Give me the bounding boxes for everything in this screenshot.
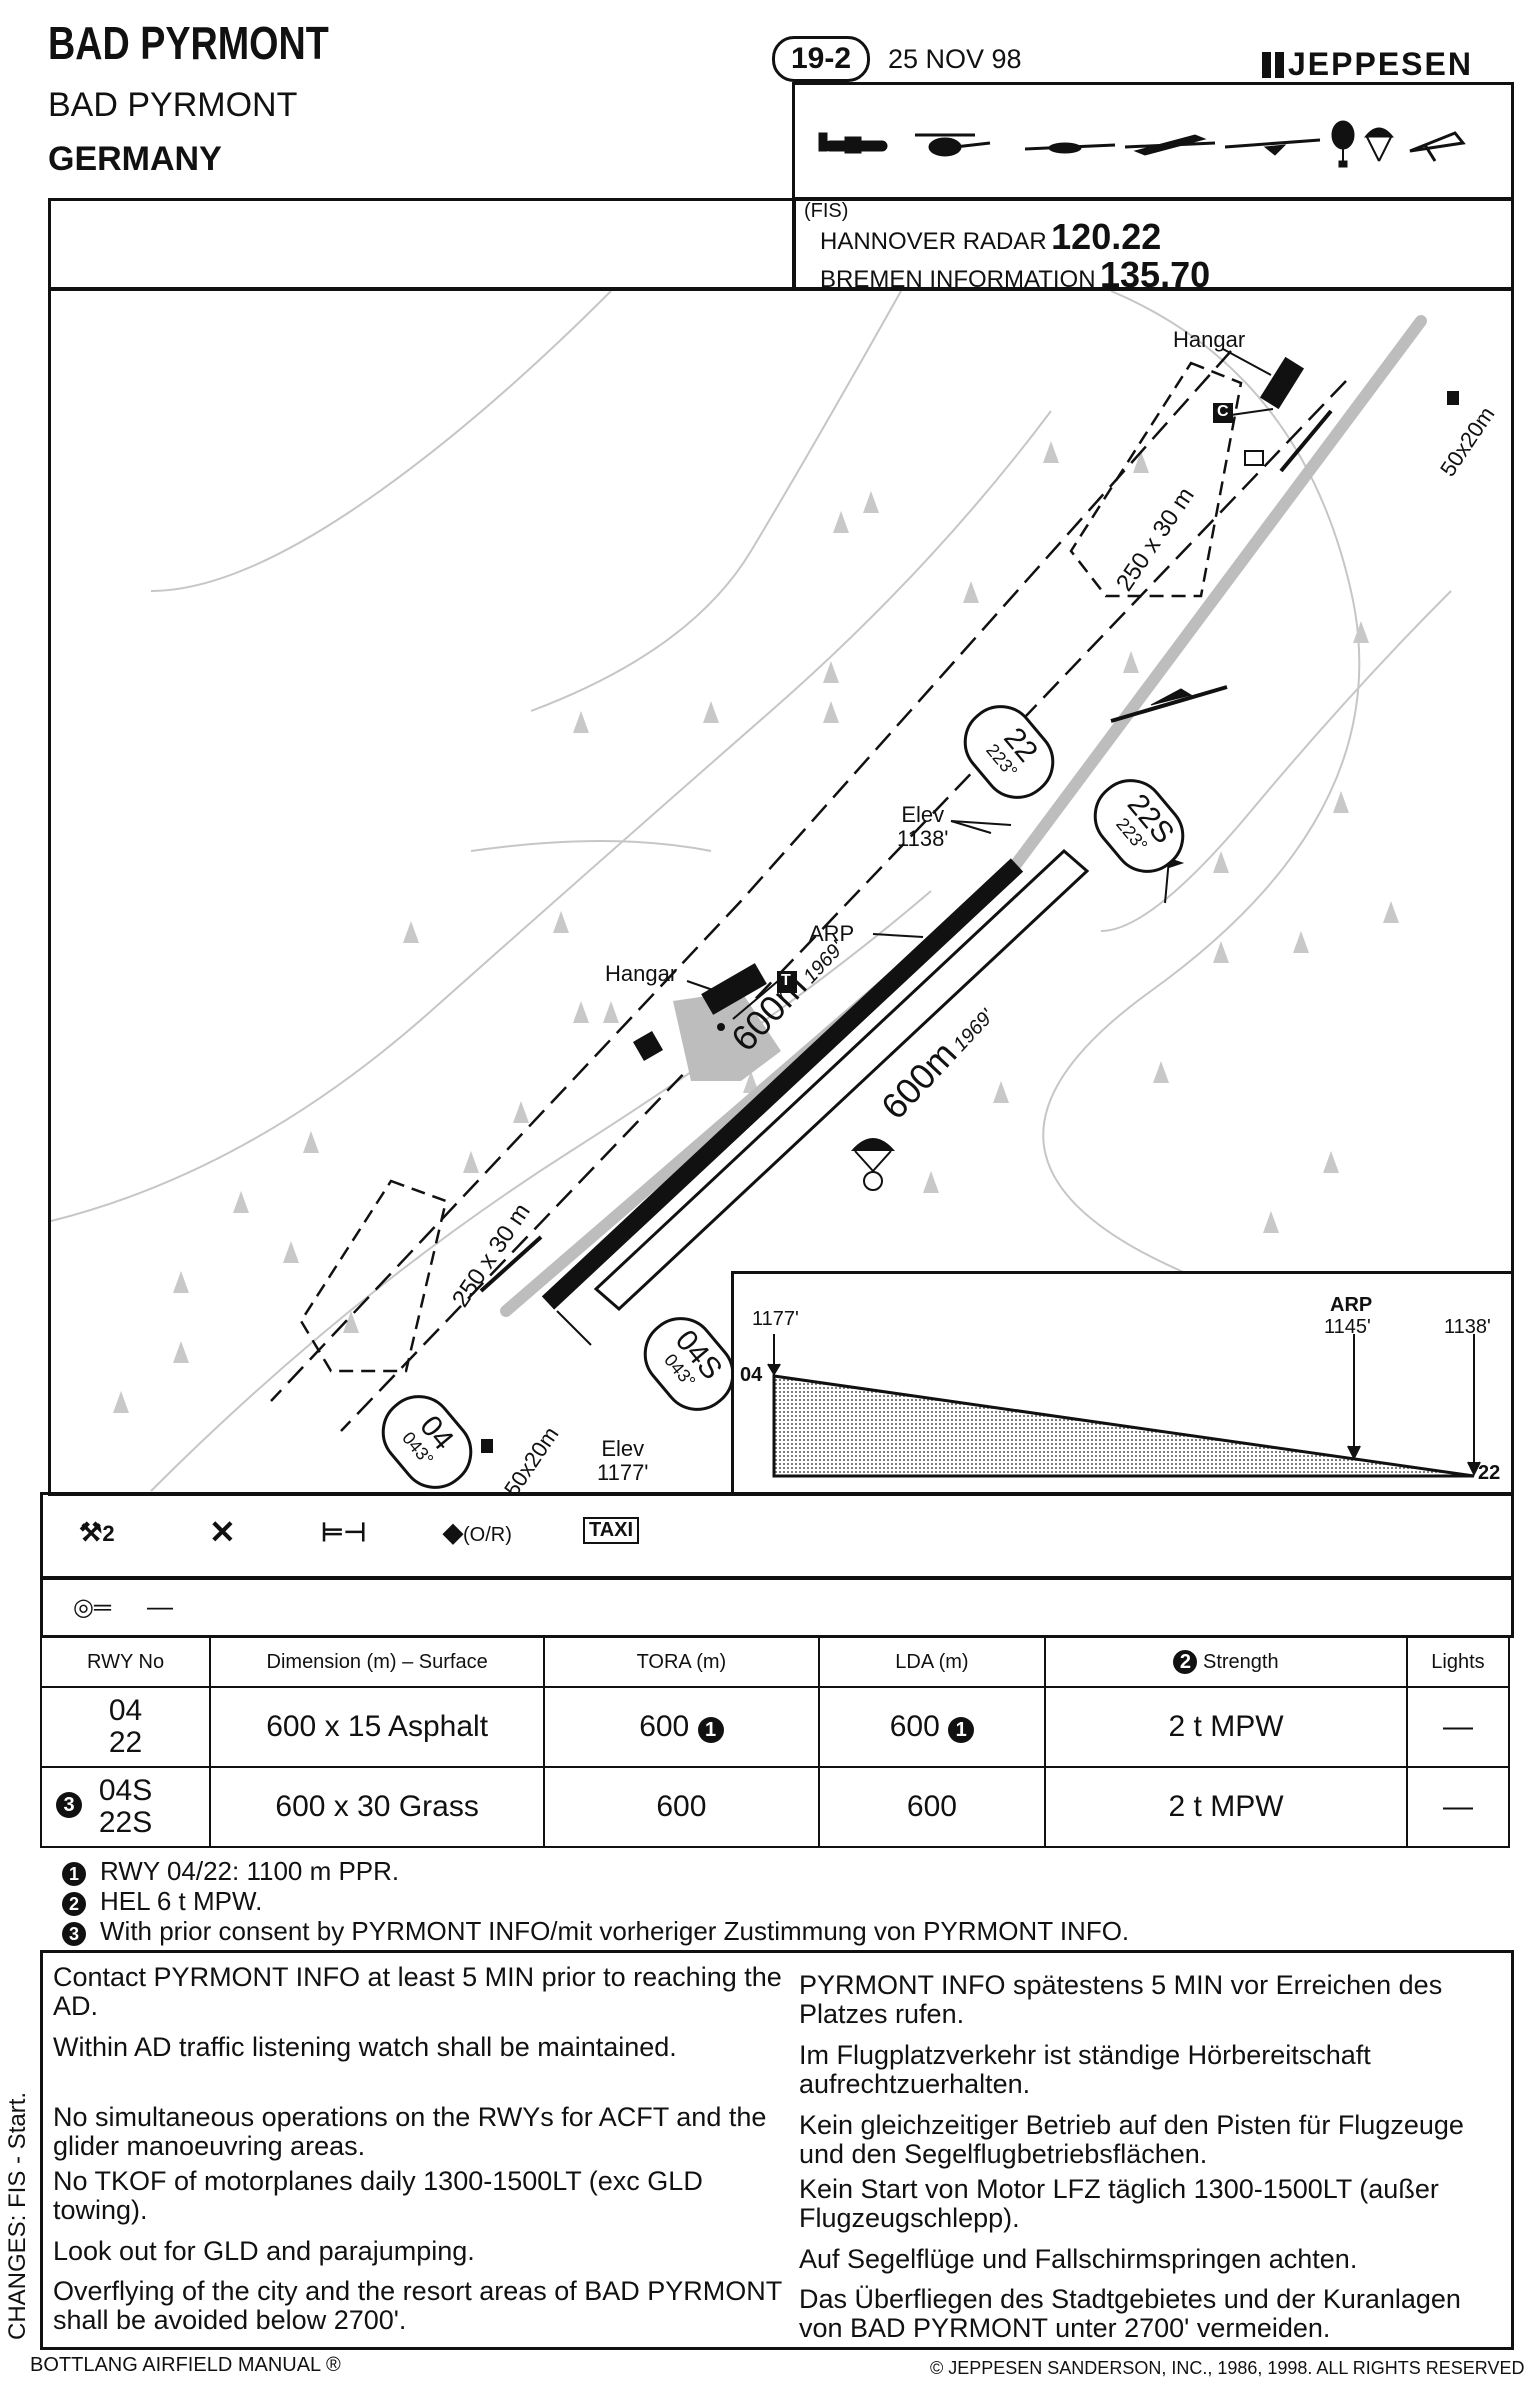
zone-marker-ne [1447, 391, 1459, 405]
airfield-name: BAD PYRMONT [48, 17, 329, 69]
terrain-contours [51, 291, 1452, 1492]
runway-designators [381, 705, 1185, 1489]
hangar-ne [1259, 356, 1305, 410]
ultralight-icon [1224, 138, 1321, 156]
beacon-icon: ◎═ [73, 1594, 111, 1621]
hangar-ne-label: Hangar [1173, 327, 1246, 352]
strength-ref-badge: 2 [1173, 1650, 1198, 1674]
procedures-en: Contact PYRMONT INFO at least 5 MIN prio… [53, 1962, 782, 2335]
comms-left-box [48, 198, 796, 290]
note-ref-badge: 1 [697, 1717, 724, 1743]
hotel-icon: ⊨⊣ [321, 1517, 367, 1547]
fuel-on-request: (O/R) [463, 1524, 512, 1546]
profile-arp-label: ARP [1330, 1294, 1373, 1316]
note-ref-badge: 1 [948, 1717, 975, 1743]
c-box-label: C [1217, 403, 1229, 420]
jeppesen-mark-icon [1262, 52, 1284, 78]
balloon-icon [1331, 120, 1355, 168]
table-header: RWY No Dimension (m) – Surface TORA (m) … [39, 1636, 1511, 1688]
chart-date: 25 NOV 98 [888, 44, 1022, 74]
col-rwy: RWY No [39, 1636, 212, 1688]
t-box [777, 971, 797, 993]
hangar-mid [701, 963, 767, 1015]
profile-left-elev: 1177' [752, 1308, 799, 1330]
lighting-row: ◎═ — [40, 1576, 1514, 1638]
repair-count: 2 [102, 1521, 115, 1546]
note-ref-badge: 3 [56, 1792, 82, 1818]
profile-markers [767, 1334, 1481, 1477]
airfield-city: BAD PYRMONT [48, 86, 298, 124]
col-lda: LDA (m) [817, 1636, 1047, 1688]
motorglider-icon [1124, 134, 1216, 156]
col-strength: 2 Strength [1044, 1636, 1408, 1688]
brand-logo: JEPPESEN [1262, 46, 1473, 83]
airfield-country: GERMANY [48, 140, 222, 178]
glider-icon [1024, 142, 1116, 154]
runway-table: RWY No Dimension (m) – Surface TORA (m) … [39, 1636, 1511, 1848]
glider-areas [299, 361, 1243, 1373]
arp-label: ARP [809, 921, 855, 946]
airplane-icon [818, 132, 888, 154]
aircraft-types-box [792, 82, 1514, 200]
profile-left-rwy: 04 [740, 1364, 763, 1386]
helicopter-icon [915, 133, 991, 157]
col-lights: Lights [1405, 1636, 1511, 1688]
fuel-icon: ◆(O/R) [443, 1517, 512, 1547]
restaurant-icon: ✕ [209, 1514, 236, 1550]
grass-runway [593, 848, 1090, 1312]
facilities-row: ⚒2 ✕ ⊨⊣ ◆(O/R) TAXI [40, 1492, 1514, 1580]
glider-symbols [479, 409, 1333, 1293]
profile-fill [772, 1374, 1475, 1478]
taxi-icon: TAXI [583, 1517, 640, 1544]
profile-graphic [767, 1334, 1481, 1478]
c-box [1213, 403, 1233, 423]
parachute-icon [1363, 127, 1395, 162]
aircraft-icons [818, 120, 1466, 168]
procedures-de: PYRMONT INFO spätestens 5 MIN vor Erreic… [799, 1970, 1464, 2343]
repair-icon: ⚒2 [79, 1517, 115, 1547]
arp-point [717, 1023, 725, 1031]
apron [673, 991, 781, 1081]
hangar-mid-label: Hangar [605, 961, 678, 986]
paved-runway [541, 858, 1024, 1310]
building-small [632, 1030, 664, 1062]
footer-left: BOTTLANG AIRFIELD MANUAL ® [30, 2354, 341, 2376]
footer-right: © JEPPESEN SANDERSON, INC., 1986, 1998. … [930, 2358, 1525, 2378]
profile-right-rwy: 22 [1478, 1462, 1501, 1484]
profile-arp-elev: 1145' [1324, 1316, 1371, 1338]
fuel-sign [1244, 450, 1264, 466]
parachute-area-icon [851, 1138, 895, 1191]
leader-lines [556, 348, 1274, 1346]
hannover-radar-freq: 120.22 [1051, 216, 1162, 257]
zone-marker-sw [481, 1439, 493, 1453]
tree-symbols [113, 441, 1399, 1413]
fis-label: (FIS) [804, 200, 849, 222]
hannover-radar: HANNOVER RADAR 120.22 [820, 216, 1162, 257]
chart-number: 19-2 [772, 36, 870, 82]
aerodrome-diagram [51, 291, 1459, 1492]
procedures-box: Contact PYRMONT INFO at least 5 MIN prio… [40, 1950, 1514, 2350]
elevation-profile: 1177' ARP 1145' 1138' 04 22 [731, 1271, 1511, 1493]
beacon-value: — [147, 1591, 173, 1621]
t-box-label: T [781, 972, 791, 989]
col-tora: TORA (m) [543, 1636, 820, 1688]
glider-strip-edges [270, 350, 1347, 1432]
changes-note: CHANGES: FIS - Start. [4, 2091, 31, 2340]
hang-glider-icon [1409, 131, 1466, 162]
col-dimension: Dimension (m) – Surface [209, 1636, 546, 1688]
profile-right-elev: 1138' [1444, 1316, 1491, 1338]
